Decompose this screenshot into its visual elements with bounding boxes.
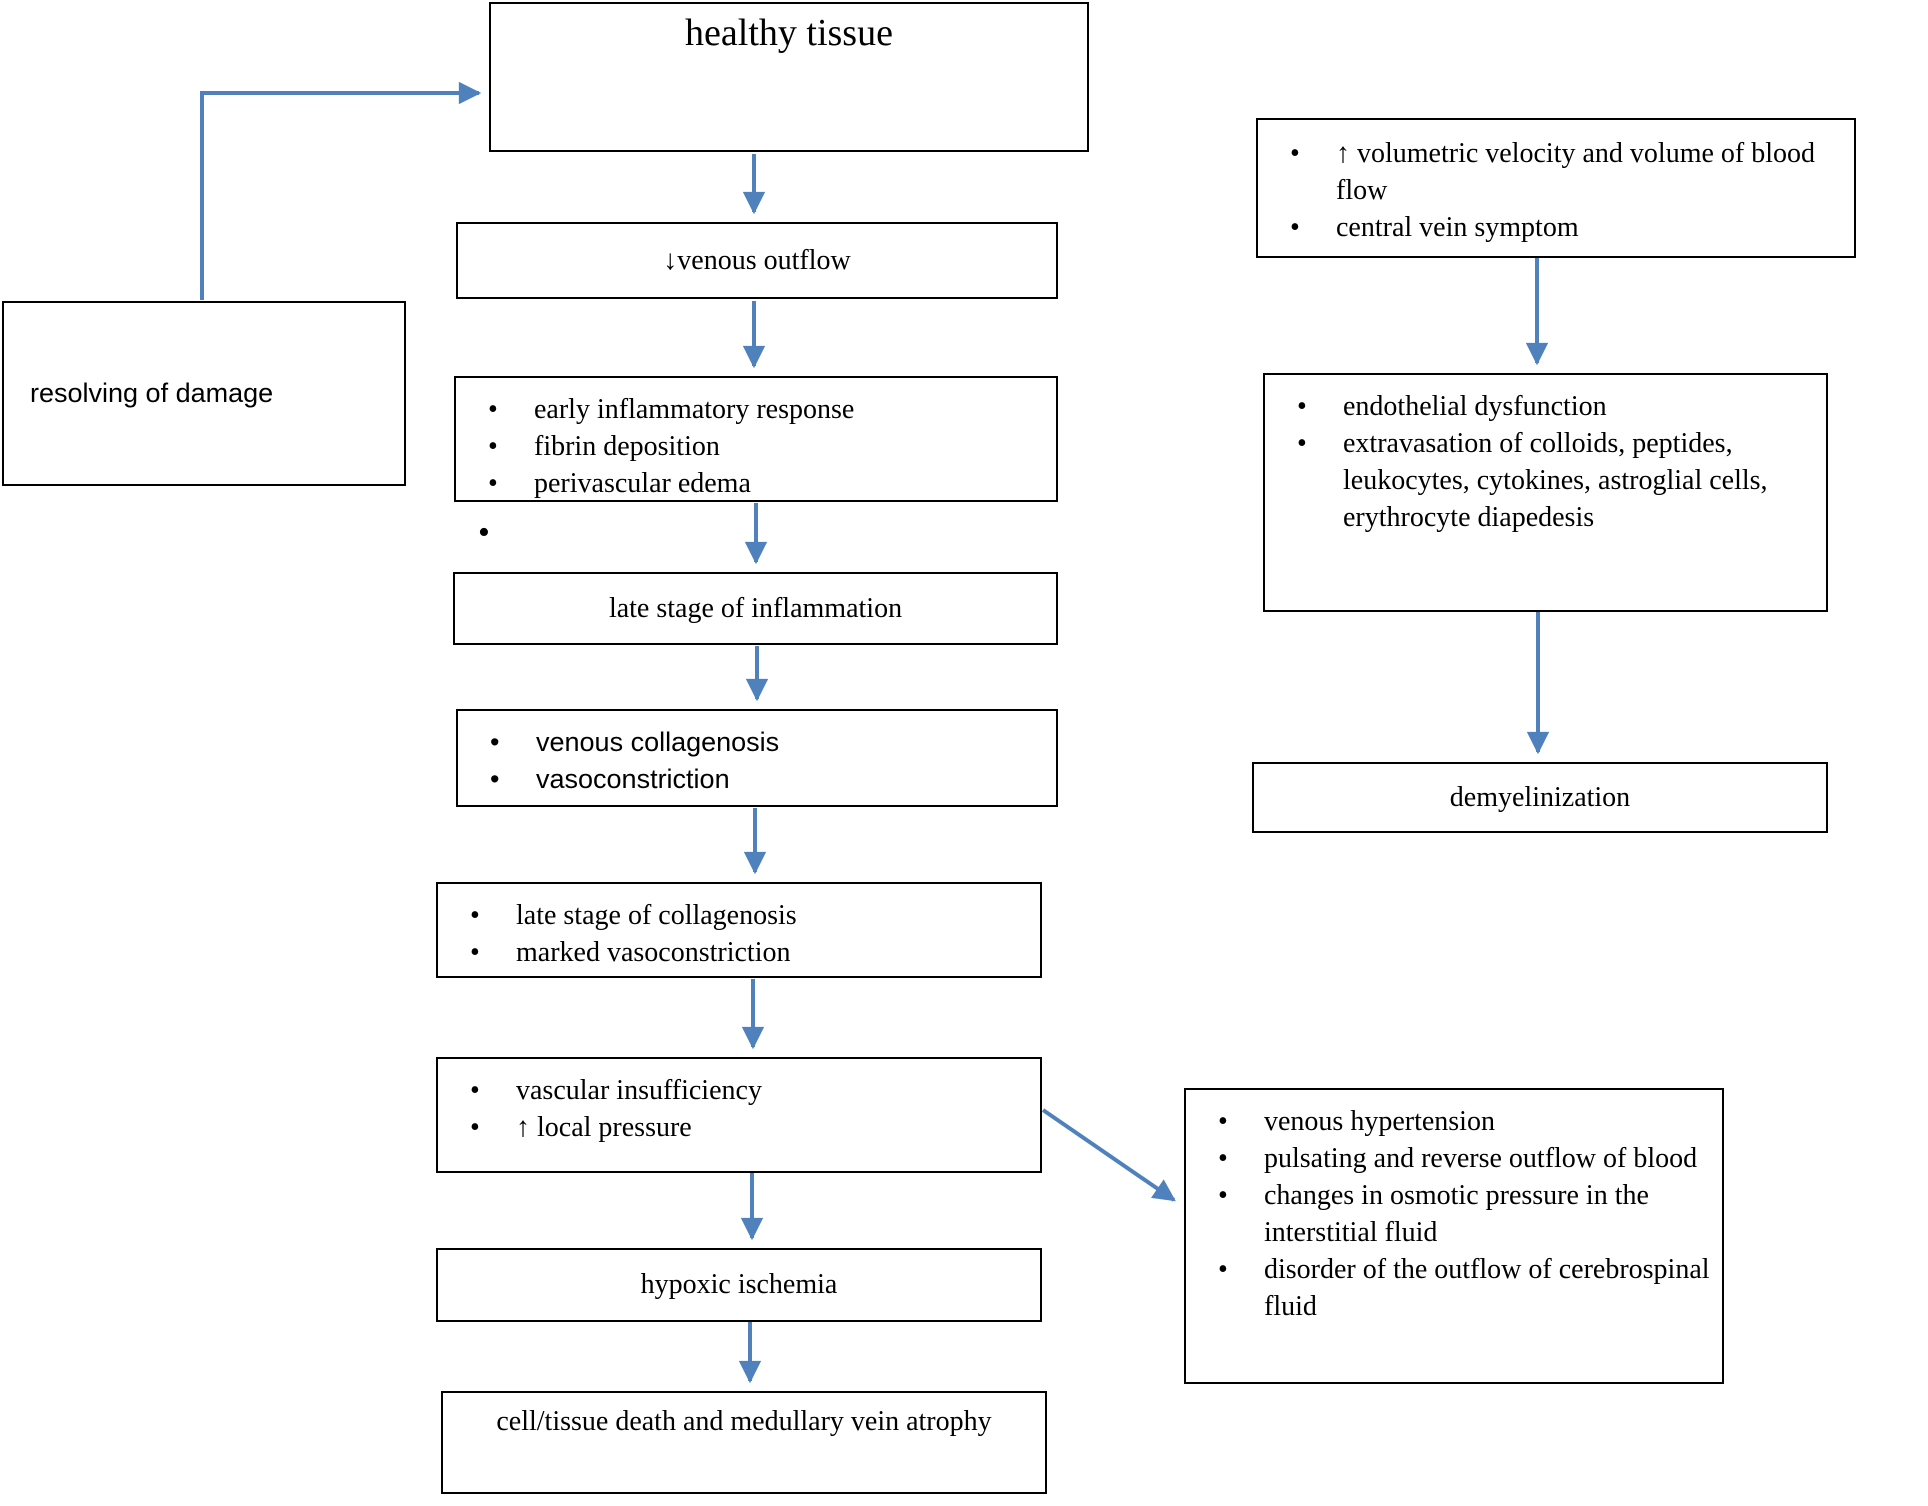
late-inflammation-box: late stage of inflammation [453,572,1058,645]
list-item: late stage of collagenosis [438,897,1036,934]
resolving-of-damage-box: resolving of damage [2,301,406,486]
list-item: ↑ local pressure [438,1109,1036,1146]
late-inflammation-label: late stage of inflammation [608,592,903,624]
arrow-resolving-to-healthy [200,81,482,300]
healthy-tissue-box: healthy tissue [489,2,1089,152]
demyelinization-label: demyelinization [1449,781,1631,813]
list-item: ↑ volumetric velocity and volume of bloo… [1258,135,1850,209]
list-item: fibrin deposition [456,428,1052,465]
hypoxic-ischemia-box: hypoxic ischemia [436,1248,1042,1322]
early-inflammation-box: early inflammatory response fibrin depos… [454,376,1058,502]
list-item: extravasation of colloids, peptides, leu… [1265,425,1822,536]
list-item: pulsating and reverse outflow of blood [1186,1140,1718,1177]
vascular-insufficiency-box: vascular insufficiency ↑ local pressure [436,1057,1042,1173]
list-item: endothelial dysfunction [1265,388,1822,425]
arrow-vascular-to-hypertension [1041,1108,1176,1202]
demyelinization-box: demyelinization [1252,762,1828,833]
list-item: central vein symptom [1258,209,1850,246]
list-item: marked vasoconstriction [438,934,1036,971]
late-collagenosis-box: late stage of collagenosis marked vasoco… [436,882,1042,978]
venous-outflow-label: ↓venous outflow [663,244,851,276]
venous-hypertension-box: venous hypertension pulsating and revers… [1184,1088,1724,1384]
list-item: perivascular edema [456,465,1052,502]
list-item: vascular insufficiency [438,1072,1036,1109]
stray-bullet: • [478,514,490,551]
cell-death-label: cell/tissue death and medullary vein atr… [496,1406,992,1437]
cell-death-box: cell/tissue death and medullary vein atr… [441,1391,1047,1494]
list-item: vasoconstriction [458,761,1052,798]
hypoxic-ischemia-label: hypoxic ischemia [640,1269,838,1300]
healthy-tissue-label: healthy tissue [685,12,893,54]
collagenosis-box: venous collagenosis vasoconstriction [456,709,1058,807]
list-item: venous collagenosis [458,724,1052,761]
list-item: changes in osmotic pressure in the inter… [1186,1177,1718,1251]
venous-outflow-box: ↓venous outflow [456,222,1058,299]
resolving-of-damage-label: resolving of damage [30,378,274,408]
blood-flow-increase-box: ↑ volumetric velocity and volume of bloo… [1256,118,1856,258]
list-item: venous hypertension [1186,1103,1718,1140]
endothelial-dysfunction-box: endothelial dysfunction extravasation of… [1263,373,1828,612]
list-item: early inflammatory response [456,391,1052,428]
list-item: disorder of the outflow of cerebrospinal… [1186,1251,1718,1325]
